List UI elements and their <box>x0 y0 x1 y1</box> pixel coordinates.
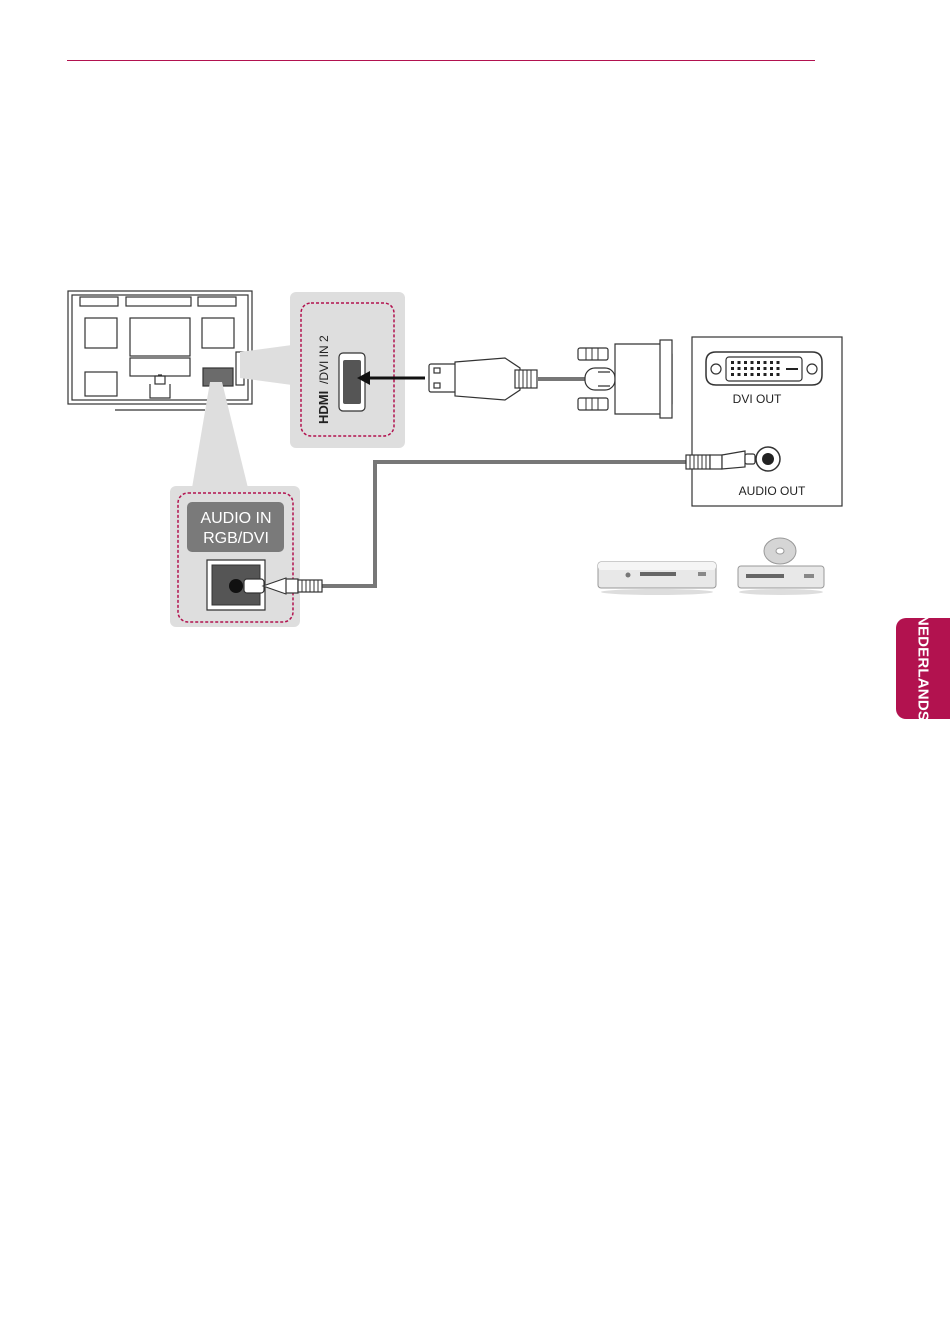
dvd-player-icon <box>738 538 824 595</box>
audio-port-callout: AUDIO IN RGB/DVI <box>170 486 300 627</box>
dvi-pin <box>744 367 747 370</box>
dvi-pin <box>764 373 767 376</box>
dvd-recorder-icon <box>598 562 716 595</box>
dvi-pin <box>731 361 734 364</box>
dvi-pin <box>757 361 760 364</box>
dvi-pin <box>731 367 734 370</box>
dvi-pin <box>744 361 747 364</box>
dvi-pin <box>751 367 754 370</box>
dvi-pin <box>770 361 773 364</box>
dvi-pin <box>757 367 760 370</box>
dvi-pin <box>777 361 780 364</box>
dvi-pin <box>770 373 773 376</box>
hdmi-logo: HDMI <box>316 391 331 424</box>
audio-in-label-line1: AUDIO IN <box>200 510 271 527</box>
dvi-out-label: DVI OUT <box>733 392 782 406</box>
dvi-pin <box>757 373 760 376</box>
audio-in-label-line2: RGB/DVI <box>203 530 269 547</box>
hdmi-port-callout: HDMI /DVI IN 2 <box>290 292 405 448</box>
dvi-pin <box>751 373 754 376</box>
dvi-pin <box>770 367 773 370</box>
dvi-pin <box>738 373 741 376</box>
dvi-pin <box>751 361 754 364</box>
dvi-pin <box>738 367 741 370</box>
dvi-pin <box>744 373 747 376</box>
hdmi-port-label: /DVI IN 2 <box>317 335 331 384</box>
dvi-pin <box>738 361 741 364</box>
dvi-pin <box>777 373 780 376</box>
dvi-pin <box>777 367 780 370</box>
audio-out-label: AUDIO OUT <box>739 484 806 498</box>
dvi-pin <box>764 361 767 364</box>
dvi-pin <box>731 373 734 376</box>
device-output-panel: DVI OUT AUDIO OUT <box>692 337 842 506</box>
dvi-connector-icon <box>578 340 672 418</box>
dvi-pin <box>764 367 767 370</box>
